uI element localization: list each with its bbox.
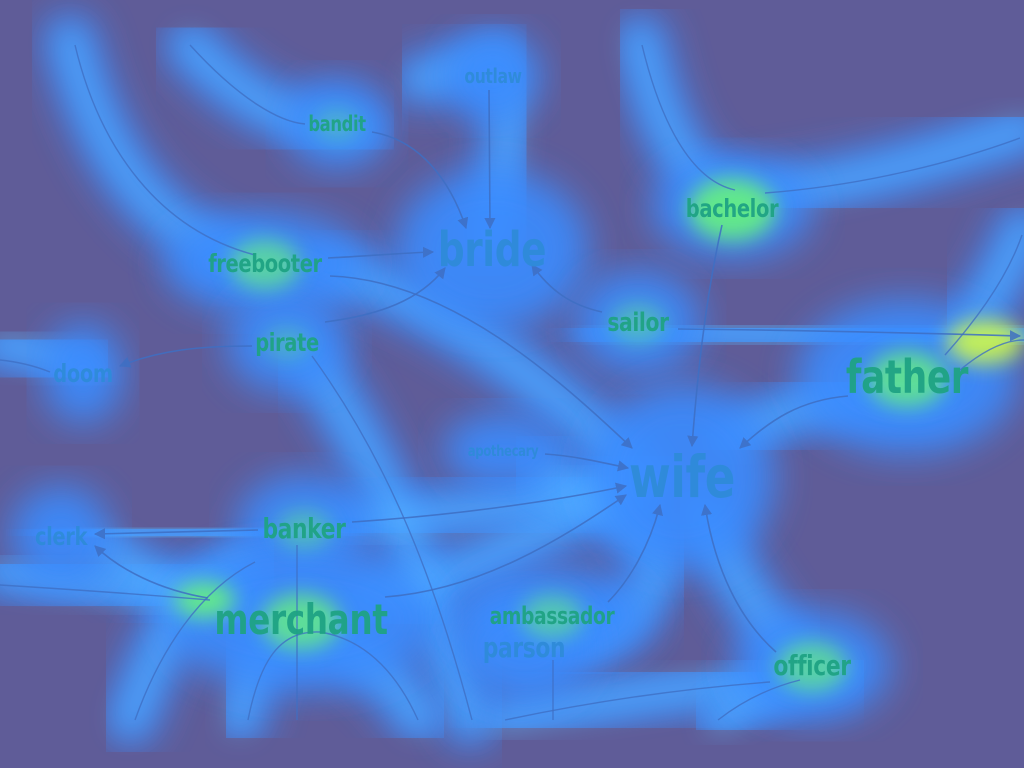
node-outlaw: outlaw [464,64,521,88]
edge-merchant-to-clerk [94,545,209,599]
edge-offscreen [247,631,321,721]
node-glow [444,32,542,120]
edge-banker-to-wife [351,482,628,523]
node-label-layer: outlaw bandit bride bachelor freebooter sailo… [35,64,969,682]
edge-freebooter-to-bride [327,246,435,259]
node-glow [395,168,589,330]
node-bandit: bandit [308,112,366,136]
node-bride: bride [438,222,546,278]
edge-offscreen [504,681,771,721]
node-wife: wife [629,443,735,511]
node-heat-spot [277,510,331,549]
node-doom: doom [53,359,113,388]
node-glow [442,413,564,489]
node-heat-spot [777,641,847,692]
node-banker: banker [262,512,346,545]
edge-bandit-to-bride [371,131,469,230]
node-parson: parson [483,631,565,664]
node-bachelor: bachelor [686,194,779,223]
edge-merchant-to-wife [384,494,627,598]
edge-ambassador-to-wife [607,503,663,603]
edge-offscreen [319,631,419,721]
node-apothecary: apothecary [468,442,539,460]
node-heat-spot [867,351,947,408]
edge-offscreen [134,561,256,721]
node-glow [10,485,112,587]
edge-officer-to-wife [701,503,777,653]
edge-bachelor-to-wife [687,224,723,448]
edge-pirate-to-doom [118,345,253,368]
edge-layer [0,44,1024,721]
edge-offscreen [959,339,1024,371]
node-heat-spot [261,593,341,650]
edge-apothecary-to-wife [544,453,630,472]
node-glow [588,383,776,571]
node-heat-spot [521,594,583,639]
edge-freebooter-to-wife [329,275,633,449]
edge-offscreen [0,359,51,373]
node-ambassador: ambassador [490,602,615,630]
node-heat-spot [314,108,360,141]
edge-offscreen [944,234,1023,356]
node-heat-spot [264,327,310,360]
edge-offscreen [764,137,1021,194]
edge-offscreen [641,44,736,191]
node-pirate: pirate [255,328,319,357]
node-father: father [846,350,969,404]
node-sailor: sailor [607,308,669,338]
edge-father-to-wife [739,395,849,449]
edge-offscreen [717,679,801,721]
edge-offscreen [0,584,211,601]
node-heat-spot [688,178,776,241]
node-glow [42,322,124,424]
edge-offscreen [74,44,256,256]
edge-banker-to-clerk [93,528,259,540]
edge-outlaw-to-bride [484,89,496,230]
edge-offscreen [311,355,473,721]
edge-sailor-to-father [677,328,1022,342]
edge-offscreen [189,44,306,125]
node-freebooter: freebooter [208,249,323,278]
node-officer: officer [773,649,851,682]
node-heat-spot [230,239,300,290]
edge-pirate-to-bride [324,267,446,323]
edge-sailor-to-bride [531,264,603,313]
node-heat-spot [611,304,665,343]
node-clerk: clerk [35,522,89,551]
node-merchant: merchant [214,595,388,644]
